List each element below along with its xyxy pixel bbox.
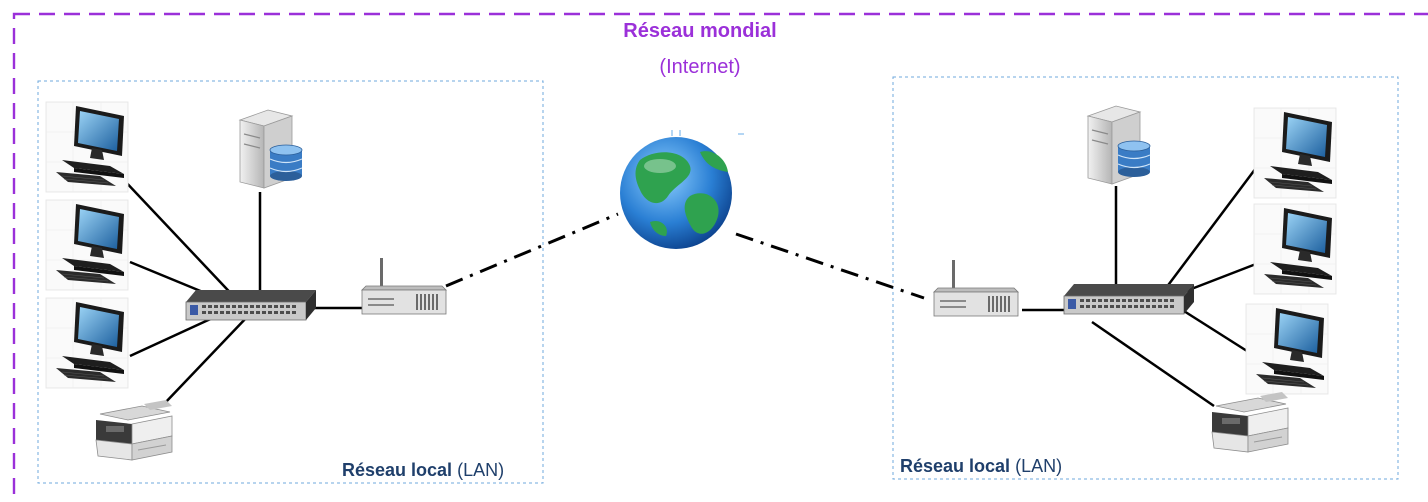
lan-right-label-paren: (LAN): [1015, 456, 1063, 476]
computer-icon: [1253, 107, 1337, 199]
cable: [1159, 159, 1263, 297]
cable: [1175, 304, 1259, 360]
computer-icon: [45, 101, 129, 193]
switch-icon: [185, 289, 317, 321]
cable: [1091, 320, 1215, 408]
globe-icon: [620, 130, 744, 249]
lan-boundary-right: [892, 76, 1399, 480]
router-icon: [361, 257, 447, 315]
computer-icon: [45, 199, 129, 291]
lan-left-label-paren: (LAN): [457, 460, 505, 480]
cable: [163, 315, 249, 405]
computer-icon: [1245, 303, 1329, 395]
lan-left-label: Réseau local (LAN): [342, 460, 504, 481]
lan-right-label: Réseau local (LAN): [900, 456, 1062, 477]
internet-link-left: [445, 212, 619, 288]
computer-icon: [45, 297, 129, 389]
lan-boundary-left: [37, 80, 544, 484]
printer-icon: [1211, 391, 1289, 453]
server-icon: [1087, 105, 1151, 185]
router-icon: [933, 259, 1019, 317]
printer-icon: [95, 399, 173, 461]
wan-subtitle: (Internet): [659, 56, 741, 78]
internet-link-right: [735, 232, 925, 300]
wan-boundary: [12, 12, 1428, 502]
wan-title: Réseau mondial: [623, 20, 777, 42]
lan-right-label-bold: Réseau local: [900, 456, 1011, 476]
lan-left-label-bold: Réseau local: [342, 460, 453, 480]
cable: [121, 177, 241, 304]
switch-icon: [1063, 283, 1195, 315]
server-icon: [239, 109, 303, 189]
computer-icon: [1253, 203, 1337, 295]
